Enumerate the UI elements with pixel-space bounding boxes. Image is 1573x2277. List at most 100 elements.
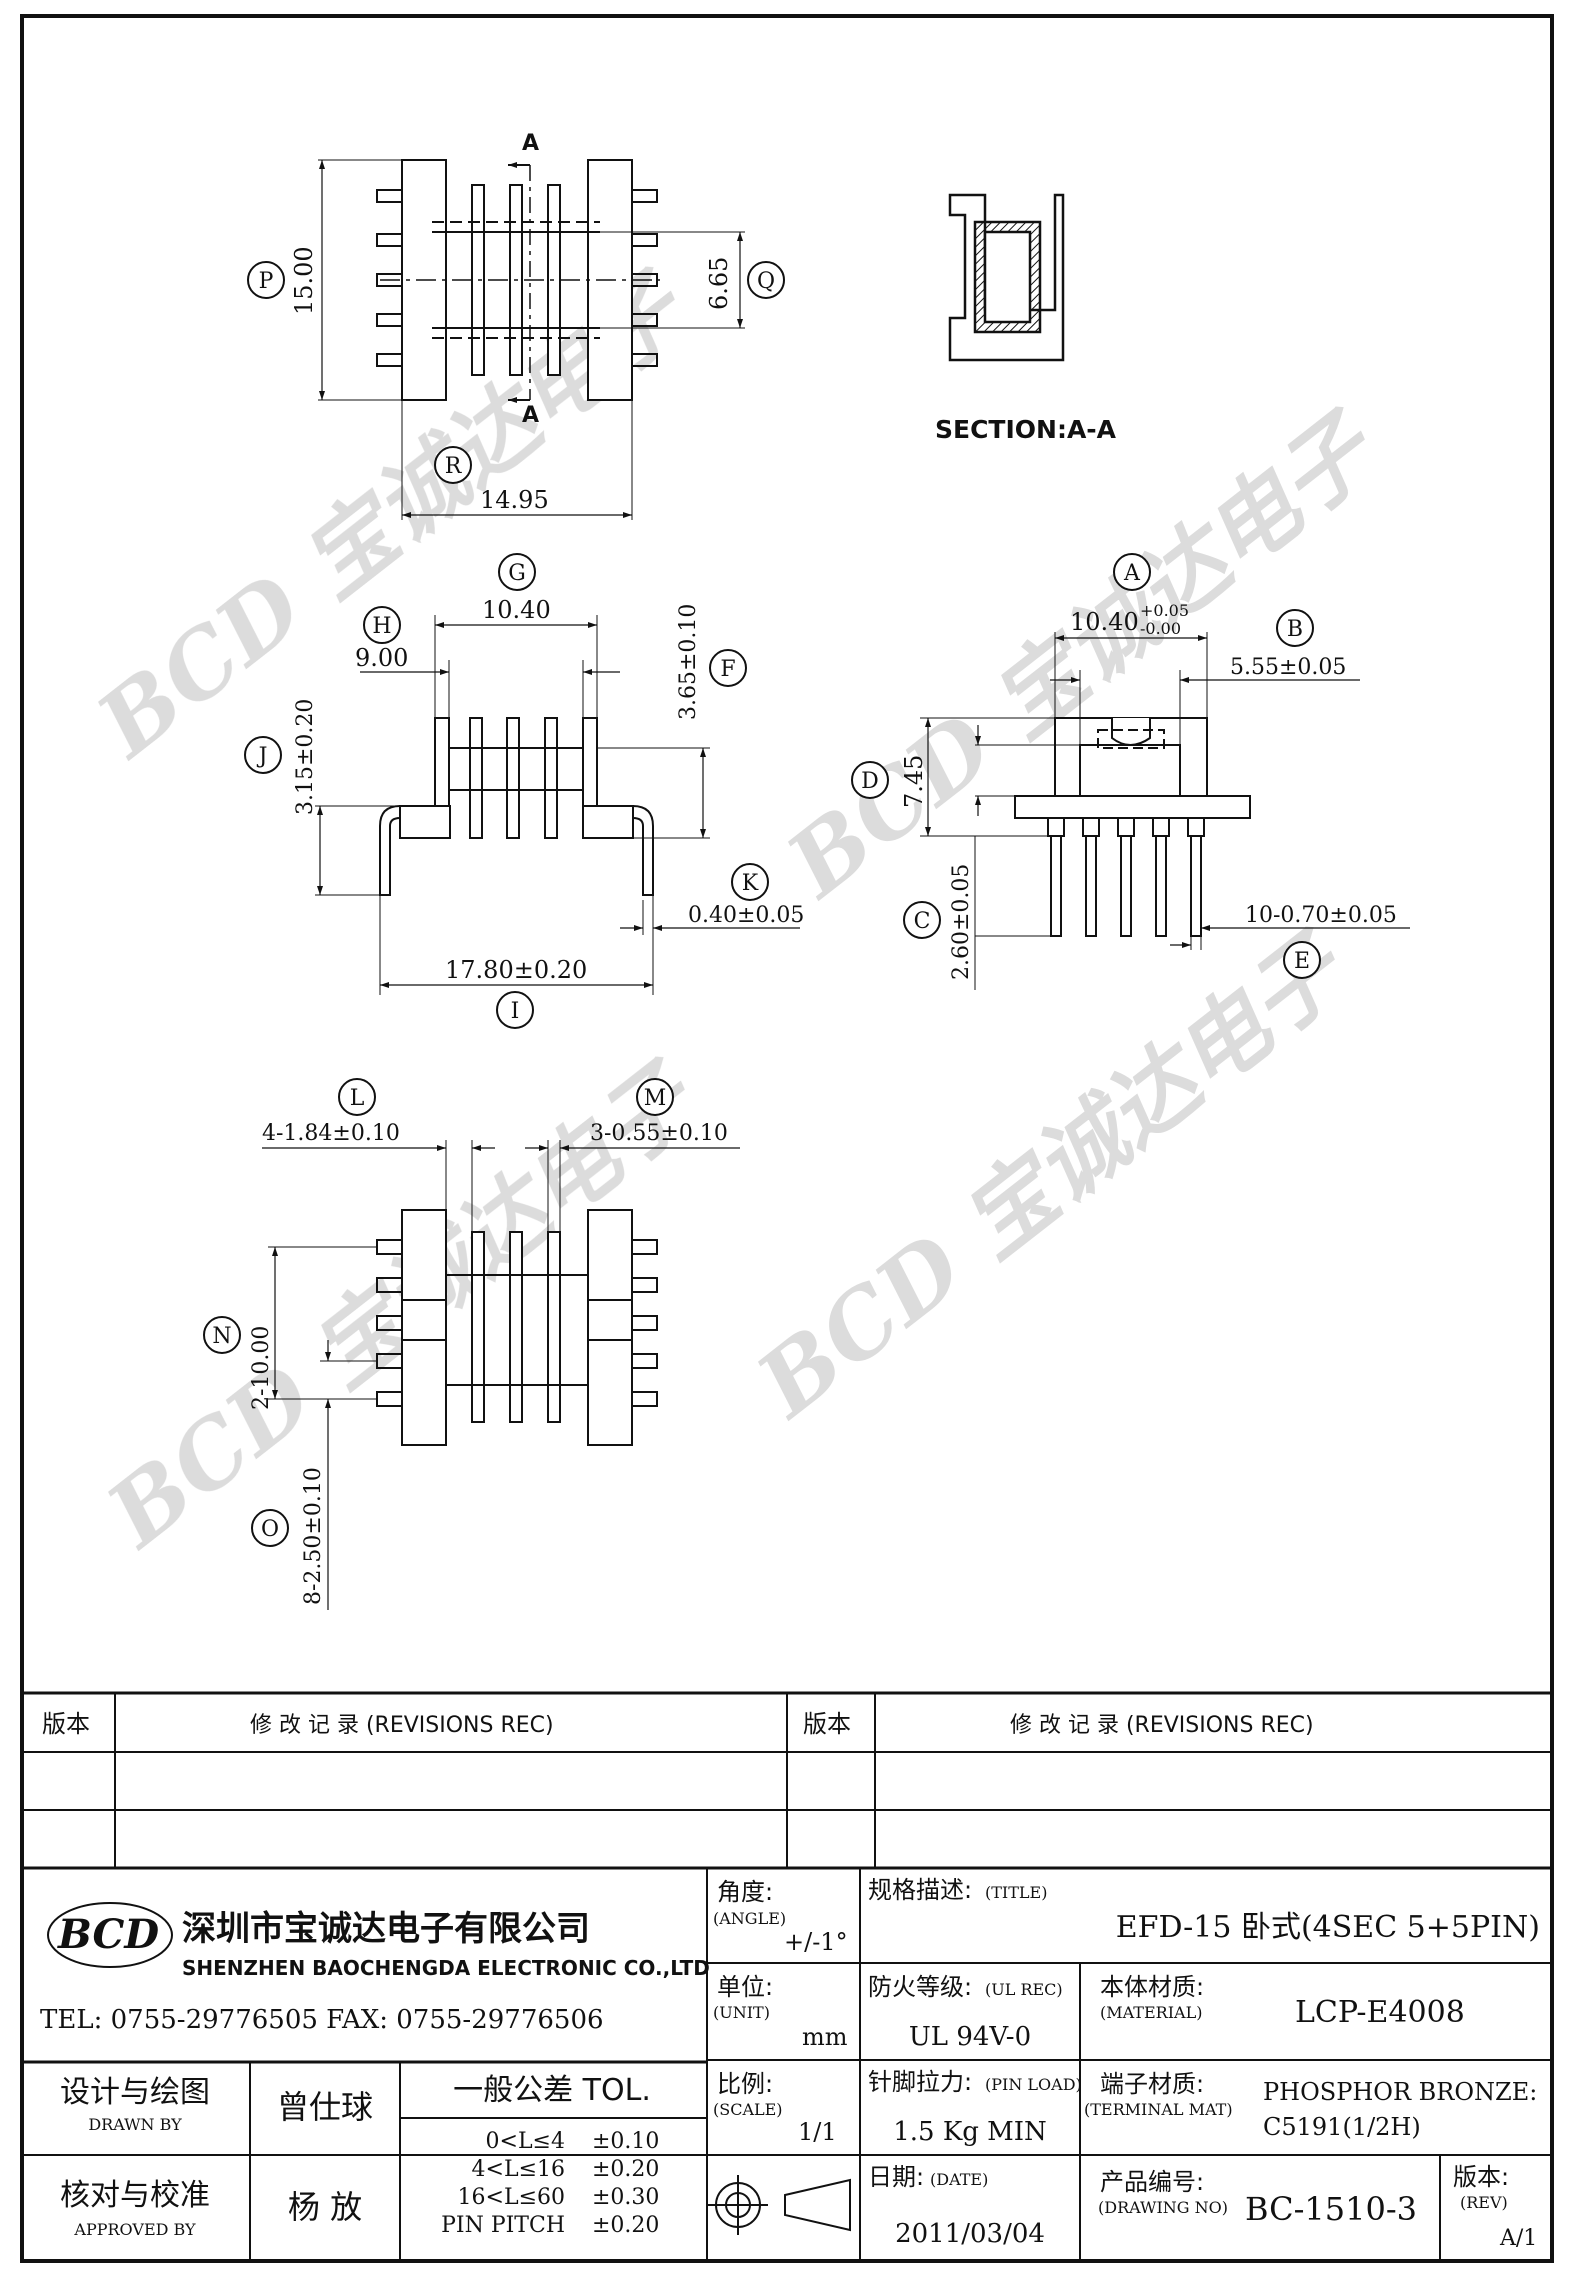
svg-text:G: G bbox=[508, 561, 526, 586]
label-e-circle: E bbox=[1283, 941, 1321, 979]
material-value: LCP-E4008 bbox=[1295, 1995, 1465, 2030]
angle-value: +/-1° bbox=[784, 1928, 848, 1956]
tolerance-range-4: PIN PITCH bbox=[441, 2213, 565, 2238]
svg-text:K: K bbox=[742, 871, 759, 896]
angle-label: 角度: bbox=[717, 1878, 773, 1906]
svg-text:F: F bbox=[720, 657, 735, 682]
tolerance-value-4: ±0.20 bbox=[592, 2213, 659, 2238]
label-n-circle: N bbox=[203, 1316, 241, 1354]
tolerance-range-3: 16<L≤60 bbox=[458, 2185, 565, 2210]
title-label: 规格描述: bbox=[868, 1876, 972, 1904]
label-g-circle: G bbox=[498, 553, 536, 591]
tolerance-range-2: 4<L≤16 bbox=[472, 2157, 565, 2182]
scale-label: 比例: bbox=[717, 2070, 773, 2098]
ul-label: 防火等级: bbox=[868, 1973, 972, 2001]
rev-label-en: (REV) bbox=[1460, 2193, 1508, 2212]
svg-text:N: N bbox=[212, 1324, 231, 1349]
label-q-circle: Q bbox=[747, 261, 785, 299]
side-dim-c: 2.60±0.05 bbox=[949, 864, 974, 980]
unit-label: 单位: bbox=[717, 1973, 773, 2001]
title-block-grid bbox=[22, 1868, 1552, 2261]
side-dim-b: 5.55±0.05 bbox=[1230, 655, 1346, 680]
label-i-circle: I bbox=[496, 991, 534, 1029]
bottom-view bbox=[262, 1140, 740, 1610]
title-value: EFD-15 卧式(4SEC 5+5PIN) bbox=[1116, 1910, 1540, 1945]
rev-col-record-right: 修 改 记 录 (REVISIONS REC) bbox=[1010, 1713, 1314, 1738]
approved-by-label: 核对与校准 bbox=[60, 2178, 210, 2213]
date-label: 日期: bbox=[868, 2163, 924, 2191]
label-d-circle: D bbox=[851, 761, 889, 799]
scale-value: 1/1 bbox=[798, 2118, 837, 2146]
bottom-dim-m: 3-0.55±0.10 bbox=[590, 1121, 728, 1146]
company-phone: TEL: 0755-29776505 FAX: 0755-29776506 bbox=[40, 2005, 604, 2035]
pin-load-label-en: (PIN LOAD) bbox=[985, 2075, 1082, 2094]
watermark-text-4: BCD 宝诚达电子 bbox=[736, 913, 1368, 1440]
svg-text:Q: Q bbox=[757, 269, 775, 294]
label-f-circle: F bbox=[709, 649, 747, 687]
drawing-no-label: 产品编号: bbox=[1100, 2168, 1204, 2196]
scale-label-en: (SCALE) bbox=[713, 2100, 783, 2119]
rev-value: A/1 bbox=[1499, 2226, 1537, 2251]
side-dim-a-tol-plus: +0.05 bbox=[1140, 601, 1189, 620]
material-label: 本体材质: bbox=[1100, 1973, 1204, 2001]
svg-text:L: L bbox=[350, 1086, 365, 1111]
date-value: 2011/03/04 bbox=[895, 2219, 1045, 2249]
drawing-no-value: BC-1510-3 bbox=[1245, 2190, 1417, 2228]
pin-load-label: 针脚拉力: bbox=[868, 2068, 972, 2096]
drawn-by-value: 曾仕球 bbox=[277, 2088, 373, 2126]
rev-col-version-right: 版本 bbox=[803, 1710, 851, 1738]
tolerance-range-1: 0<L≤4 bbox=[486, 2129, 565, 2154]
terminal-label: 端子材质: bbox=[1100, 2070, 1204, 2098]
top-dim-height: 15.00 bbox=[290, 246, 318, 315]
label-h-circle: H bbox=[363, 606, 401, 644]
top-dim-width: 14.95 bbox=[480, 486, 549, 514]
bottom-dim-l: 4-1.84±0.10 bbox=[262, 1121, 400, 1146]
projection-symbol bbox=[708, 2175, 851, 2235]
svg-text:C: C bbox=[914, 909, 931, 934]
unit-label-en: (UNIT) bbox=[713, 2003, 770, 2022]
svg-text:R: R bbox=[445, 454, 463, 479]
top-dim-window: 6.65 bbox=[705, 257, 733, 310]
top-section-mark-lower: A bbox=[522, 403, 539, 428]
label-a-circle: A bbox=[1113, 553, 1151, 591]
material-label-en: (MATERIAL) bbox=[1100, 2003, 1202, 2022]
front-dim-k: 0.40±0.05 bbox=[688, 903, 804, 928]
ul-label-en: (UL REC) bbox=[985, 1980, 1063, 1999]
approved-by-label-en: APPROVED BY bbox=[73, 2220, 196, 2239]
top-section-mark-upper: A bbox=[522, 131, 539, 156]
front-view bbox=[315, 615, 800, 995]
svg-text:H: H bbox=[372, 614, 391, 639]
rev-label: 版本: bbox=[1453, 2163, 1509, 2191]
section-caption: SECTION:A-A bbox=[935, 415, 1117, 444]
label-m-circle: M bbox=[636, 1078, 674, 1116]
side-dim-a-tol-minus: -0.00 bbox=[1140, 619, 1181, 638]
svg-text:I: I bbox=[511, 999, 520, 1024]
date-label-en: (DATE) bbox=[930, 2170, 988, 2189]
label-k-circle: K bbox=[731, 863, 769, 901]
svg-text:M: M bbox=[644, 1086, 667, 1111]
svg-text:O: O bbox=[261, 1517, 279, 1542]
title-label-en: (TITLE) bbox=[985, 1883, 1047, 1902]
label-j-circle: J bbox=[244, 736, 282, 774]
tolerance-value-2: ±0.20 bbox=[592, 2157, 659, 2182]
label-p-circle: P bbox=[247, 261, 285, 299]
company-name-cn: 深圳市宝诚达电子有限公司 bbox=[182, 1909, 590, 1949]
svg-text:A: A bbox=[1123, 561, 1141, 586]
label-b-circle: B bbox=[1276, 609, 1314, 647]
side-view bbox=[920, 632, 1410, 990]
top-view bbox=[318, 159, 745, 520]
revisions-table bbox=[22, 1691, 1552, 1870]
svg-text:BCD: BCD bbox=[57, 1911, 159, 1958]
terminal-label-en: (TERMINAL MAT) bbox=[1084, 2100, 1233, 2119]
side-dim-e: 10-0.70±0.05 bbox=[1245, 903, 1397, 928]
tolerance-value-3: ±0.30 bbox=[592, 2185, 659, 2210]
tolerance-value-1: ±0.10 bbox=[592, 2129, 659, 2154]
svg-text:D: D bbox=[861, 769, 879, 794]
label-l-circle: L bbox=[338, 1078, 376, 1116]
company-logo: BCD bbox=[47, 1902, 173, 1968]
rev-col-version-left: 版本 bbox=[42, 1710, 90, 1738]
bottom-dim-n: 2-10.00 bbox=[249, 1326, 274, 1410]
drawn-by-label-en: DRAWN BY bbox=[88, 2115, 182, 2134]
